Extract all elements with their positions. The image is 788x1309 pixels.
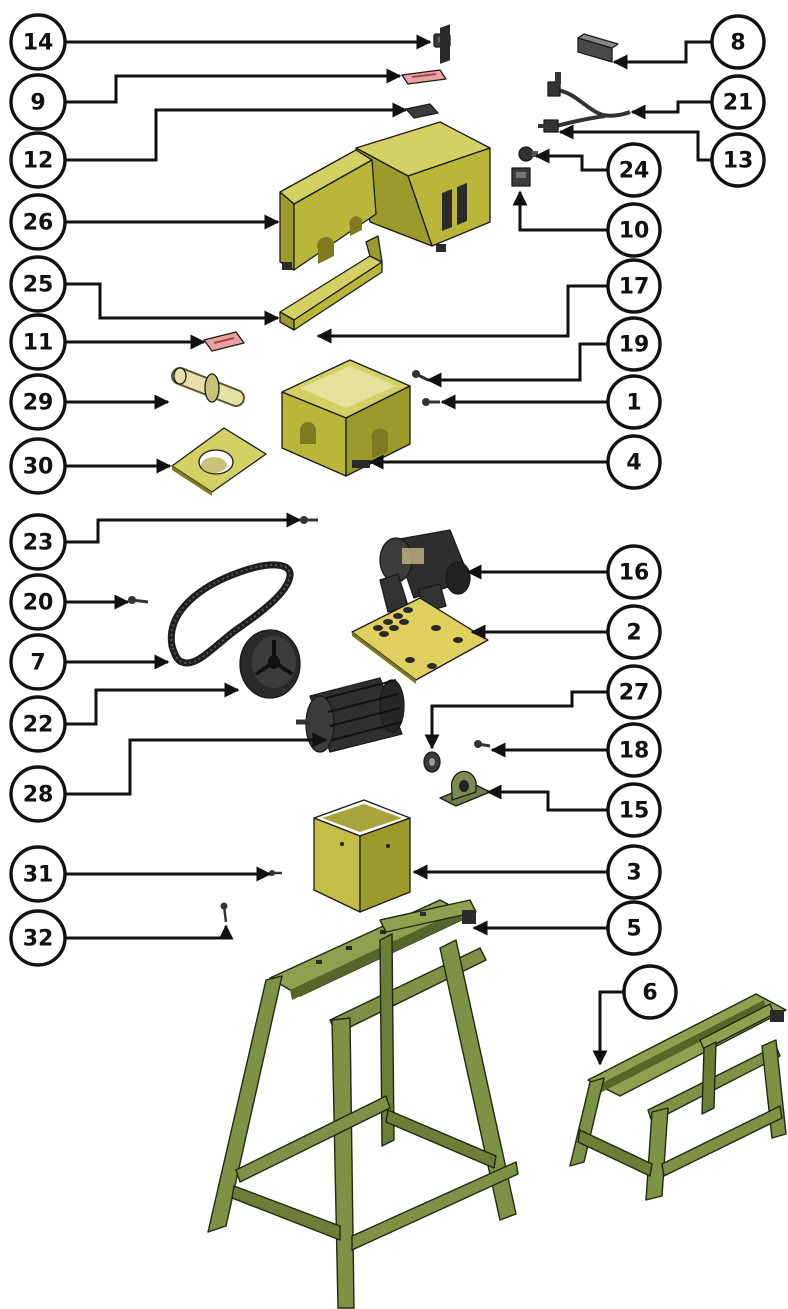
- part-21-cable-icon: [547, 72, 631, 128]
- part-2-baseplate-icon: [351, 597, 489, 684]
- part-7-belt-icon: [167, 561, 294, 667]
- callout-4: 4: [606, 434, 662, 490]
- part-16-motor-icon: [379, 529, 471, 613]
- svg-text:14: 14: [23, 31, 54, 56]
- callout-6: 6: [622, 964, 678, 1020]
- svg-text:21: 21: [723, 91, 754, 116]
- svg-text:4: 4: [626, 451, 641, 476]
- svg-text:24: 24: [619, 159, 650, 184]
- callout-14: 14: [9, 13, 67, 71]
- svg-text:28: 28: [23, 783, 54, 808]
- svg-text:32: 32: [23, 927, 54, 952]
- svg-text:17: 17: [619, 275, 650, 300]
- callout-8: 8: [710, 14, 766, 70]
- svg-text:9: 9: [30, 91, 45, 116]
- svg-text:26: 26: [23, 211, 54, 236]
- svg-text:8: 8: [730, 31, 745, 56]
- callout-26: 26: [9, 193, 67, 251]
- svg-text:29: 29: [23, 391, 54, 416]
- part-25-guide-icon: [279, 235, 383, 331]
- svg-text:1: 1: [626, 391, 641, 416]
- part-6-stand-icon: [569, 993, 787, 1201]
- callout-16: 16: [606, 544, 662, 600]
- svg-text:3: 3: [626, 861, 641, 886]
- callout-32: 32: [9, 909, 67, 967]
- svg-text:6: 6: [642, 981, 657, 1006]
- part-19-bolt-icon: [412, 370, 429, 382]
- svg-text:2: 2: [626, 621, 641, 646]
- part-29-shaft-icon: [171, 367, 245, 407]
- part-12-plate-icon: [405, 103, 439, 119]
- callout-13: 13: [710, 132, 766, 188]
- part-26-cover-icon: [279, 24, 491, 271]
- callout-2: 2: [606, 604, 662, 660]
- svg-text:23: 23: [23, 531, 54, 556]
- svg-text:18: 18: [619, 739, 650, 764]
- svg-text:12: 12: [23, 149, 54, 174]
- svg-text:10: 10: [619, 219, 650, 244]
- callout-29: 29: [9, 373, 67, 431]
- svg-text:20: 20: [23, 591, 54, 616]
- part-18-bolt-icon: [474, 740, 491, 748]
- callout-24: 24: [606, 142, 662, 198]
- svg-text:11: 11: [23, 331, 54, 356]
- callout-1: 1: [606, 374, 662, 430]
- callout-23: 23: [9, 513, 67, 571]
- callout-15: 15: [606, 782, 662, 838]
- svg-text:25: 25: [23, 273, 54, 298]
- callout-9: 9: [9, 73, 67, 131]
- callout-31: 31: [9, 845, 67, 903]
- svg-text:19: 19: [619, 333, 650, 358]
- callout-5: 5: [606, 900, 662, 956]
- callout-11: 11: [9, 313, 67, 371]
- part-15-bearing-icon: [439, 770, 491, 807]
- callout-21: 21: [710, 74, 766, 130]
- svg-text:31: 31: [23, 863, 54, 888]
- part-13-plug-icon: [538, 119, 559, 133]
- callout-22: 22: [9, 695, 67, 753]
- callout-3: 3: [606, 844, 662, 900]
- svg-text:5: 5: [626, 917, 641, 942]
- part-20-bolt-icon: [128, 596, 149, 604]
- callout-30: 30: [9, 437, 67, 495]
- part-27-roller-icon: [423, 751, 441, 773]
- callout-27: 27: [606, 664, 662, 720]
- part-32-screw-icon: [220, 902, 228, 923]
- callout-25: 25: [9, 255, 67, 313]
- part-24-knob-icon: [518, 146, 538, 162]
- callout-18: 18: [606, 722, 662, 778]
- part-31-screw-icon: [269, 870, 282, 876]
- svg-text:13: 13: [723, 149, 754, 174]
- part-5-stand-icon: [207, 899, 519, 1309]
- part-23-screw-icon: [300, 516, 318, 524]
- callout-10: 10: [606, 202, 662, 258]
- part-3-box-icon: [313, 799, 411, 913]
- svg-text:7: 7: [30, 651, 45, 676]
- callout-7: 7: [9, 633, 67, 691]
- part-8-bar-icon: [577, 33, 619, 63]
- part-1-bolt-icon: [422, 398, 440, 406]
- callout-19: 19: [606, 316, 662, 372]
- callout-28: 28: [9, 765, 67, 823]
- callout-12: 12: [9, 131, 67, 189]
- part-22-pulley-icon: [239, 629, 301, 699]
- callout-17: 17: [606, 258, 662, 314]
- part-11-sticker-icon: [203, 331, 245, 352]
- svg-text:15: 15: [619, 799, 650, 824]
- part-30-plate-icon: [171, 427, 267, 496]
- part-10-switch-icon: [511, 167, 531, 187]
- svg-text:30: 30: [23, 455, 54, 480]
- leader-lines: [66, 34, 712, 1066]
- svg-text:22: 22: [23, 713, 54, 738]
- part-4-housing-icon: [281, 359, 411, 477]
- callout-20: 20: [9, 573, 67, 631]
- svg-text:16: 16: [619, 561, 650, 586]
- part-9-sticker-icon: [401, 69, 447, 85]
- svg-text:27: 27: [619, 681, 650, 706]
